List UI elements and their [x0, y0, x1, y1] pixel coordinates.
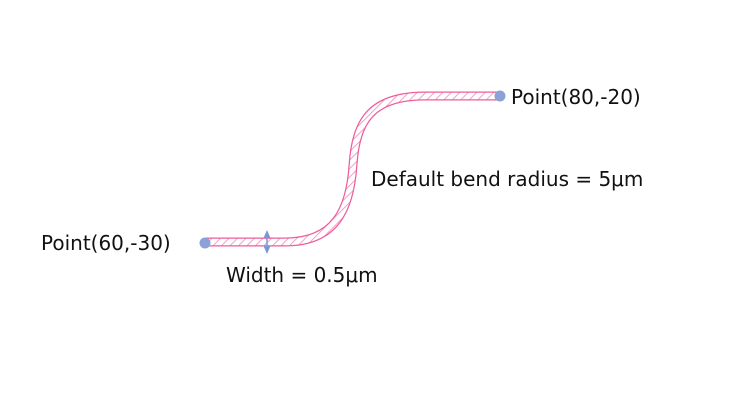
- width-label: Width = 0.5μm: [226, 263, 378, 287]
- start-point-marker: [199, 237, 211, 249]
- waveguide-hatch-fill: [205, 92, 500, 246]
- end-point-label: Point(80,-20): [511, 85, 641, 109]
- end-point-marker: [494, 90, 506, 102]
- double-headed-arrow-icon: [263, 230, 271, 254]
- start-point-label: Point(60,-30): [41, 231, 171, 255]
- bend-radius-label: Default bend radius = 5μm: [371, 167, 644, 191]
